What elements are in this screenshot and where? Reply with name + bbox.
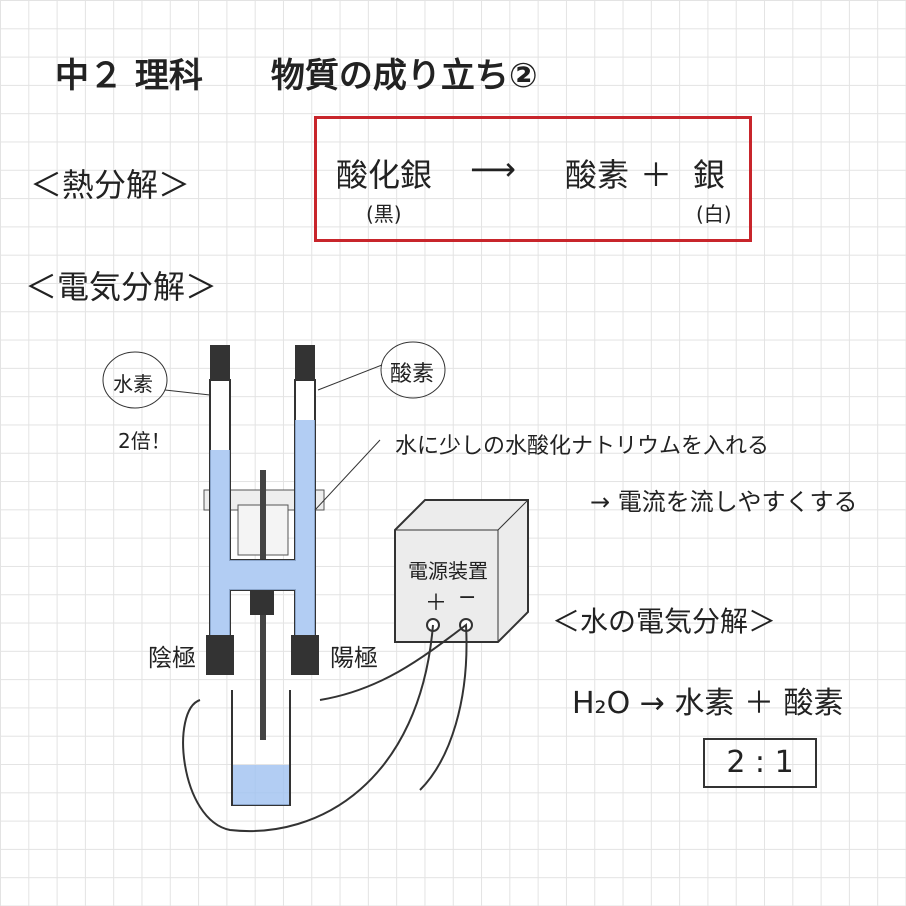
anode-label: 陽極 [330,644,378,672]
page-title: 中２ 理科 物質の成り立ち② [55,56,538,96]
water-heading: ＜水の電気分解＞ [552,605,777,638]
water-equation: H₂O → 水素 ＋ 酸素 [572,686,844,721]
plus: ＋ [640,156,673,194]
product-silver: 銀 [693,156,726,194]
product-note: (白) [696,202,732,226]
note-current: → 電流を流しやすくする [590,488,858,516]
minus-terminal-label: − [458,585,477,610]
cathode-label: 陰極 [148,644,196,672]
hydrogen-note: 2倍！ [118,429,171,453]
ratio-box: 2 : 1 [703,738,817,788]
reactant: 酸化銀 [336,156,433,194]
product-oxygen: 酸素 [565,156,630,194]
note-naoh: 水に少しの水酸化ナトリウムを入れる [395,434,770,459]
plus-terminal-label: ＋ [425,591,448,616]
thermal-equation-box [314,116,752,242]
arrow: ⟶ [470,150,516,188]
oxygen-label: 酸素 [390,362,435,387]
reactant-note: (黒) [366,202,402,226]
electrolysis-heading: ＜電気分解＞ [25,268,218,306]
power-supply [394,499,529,643]
stopper-right [295,345,315,380]
stopper-left [210,345,230,380]
water-fill [210,420,315,640]
thermal-heading: ＜熱分解＞ [30,166,191,204]
hydrogen-label: 水素 [113,372,153,396]
power-supply-label: 電源装置 [408,559,488,583]
